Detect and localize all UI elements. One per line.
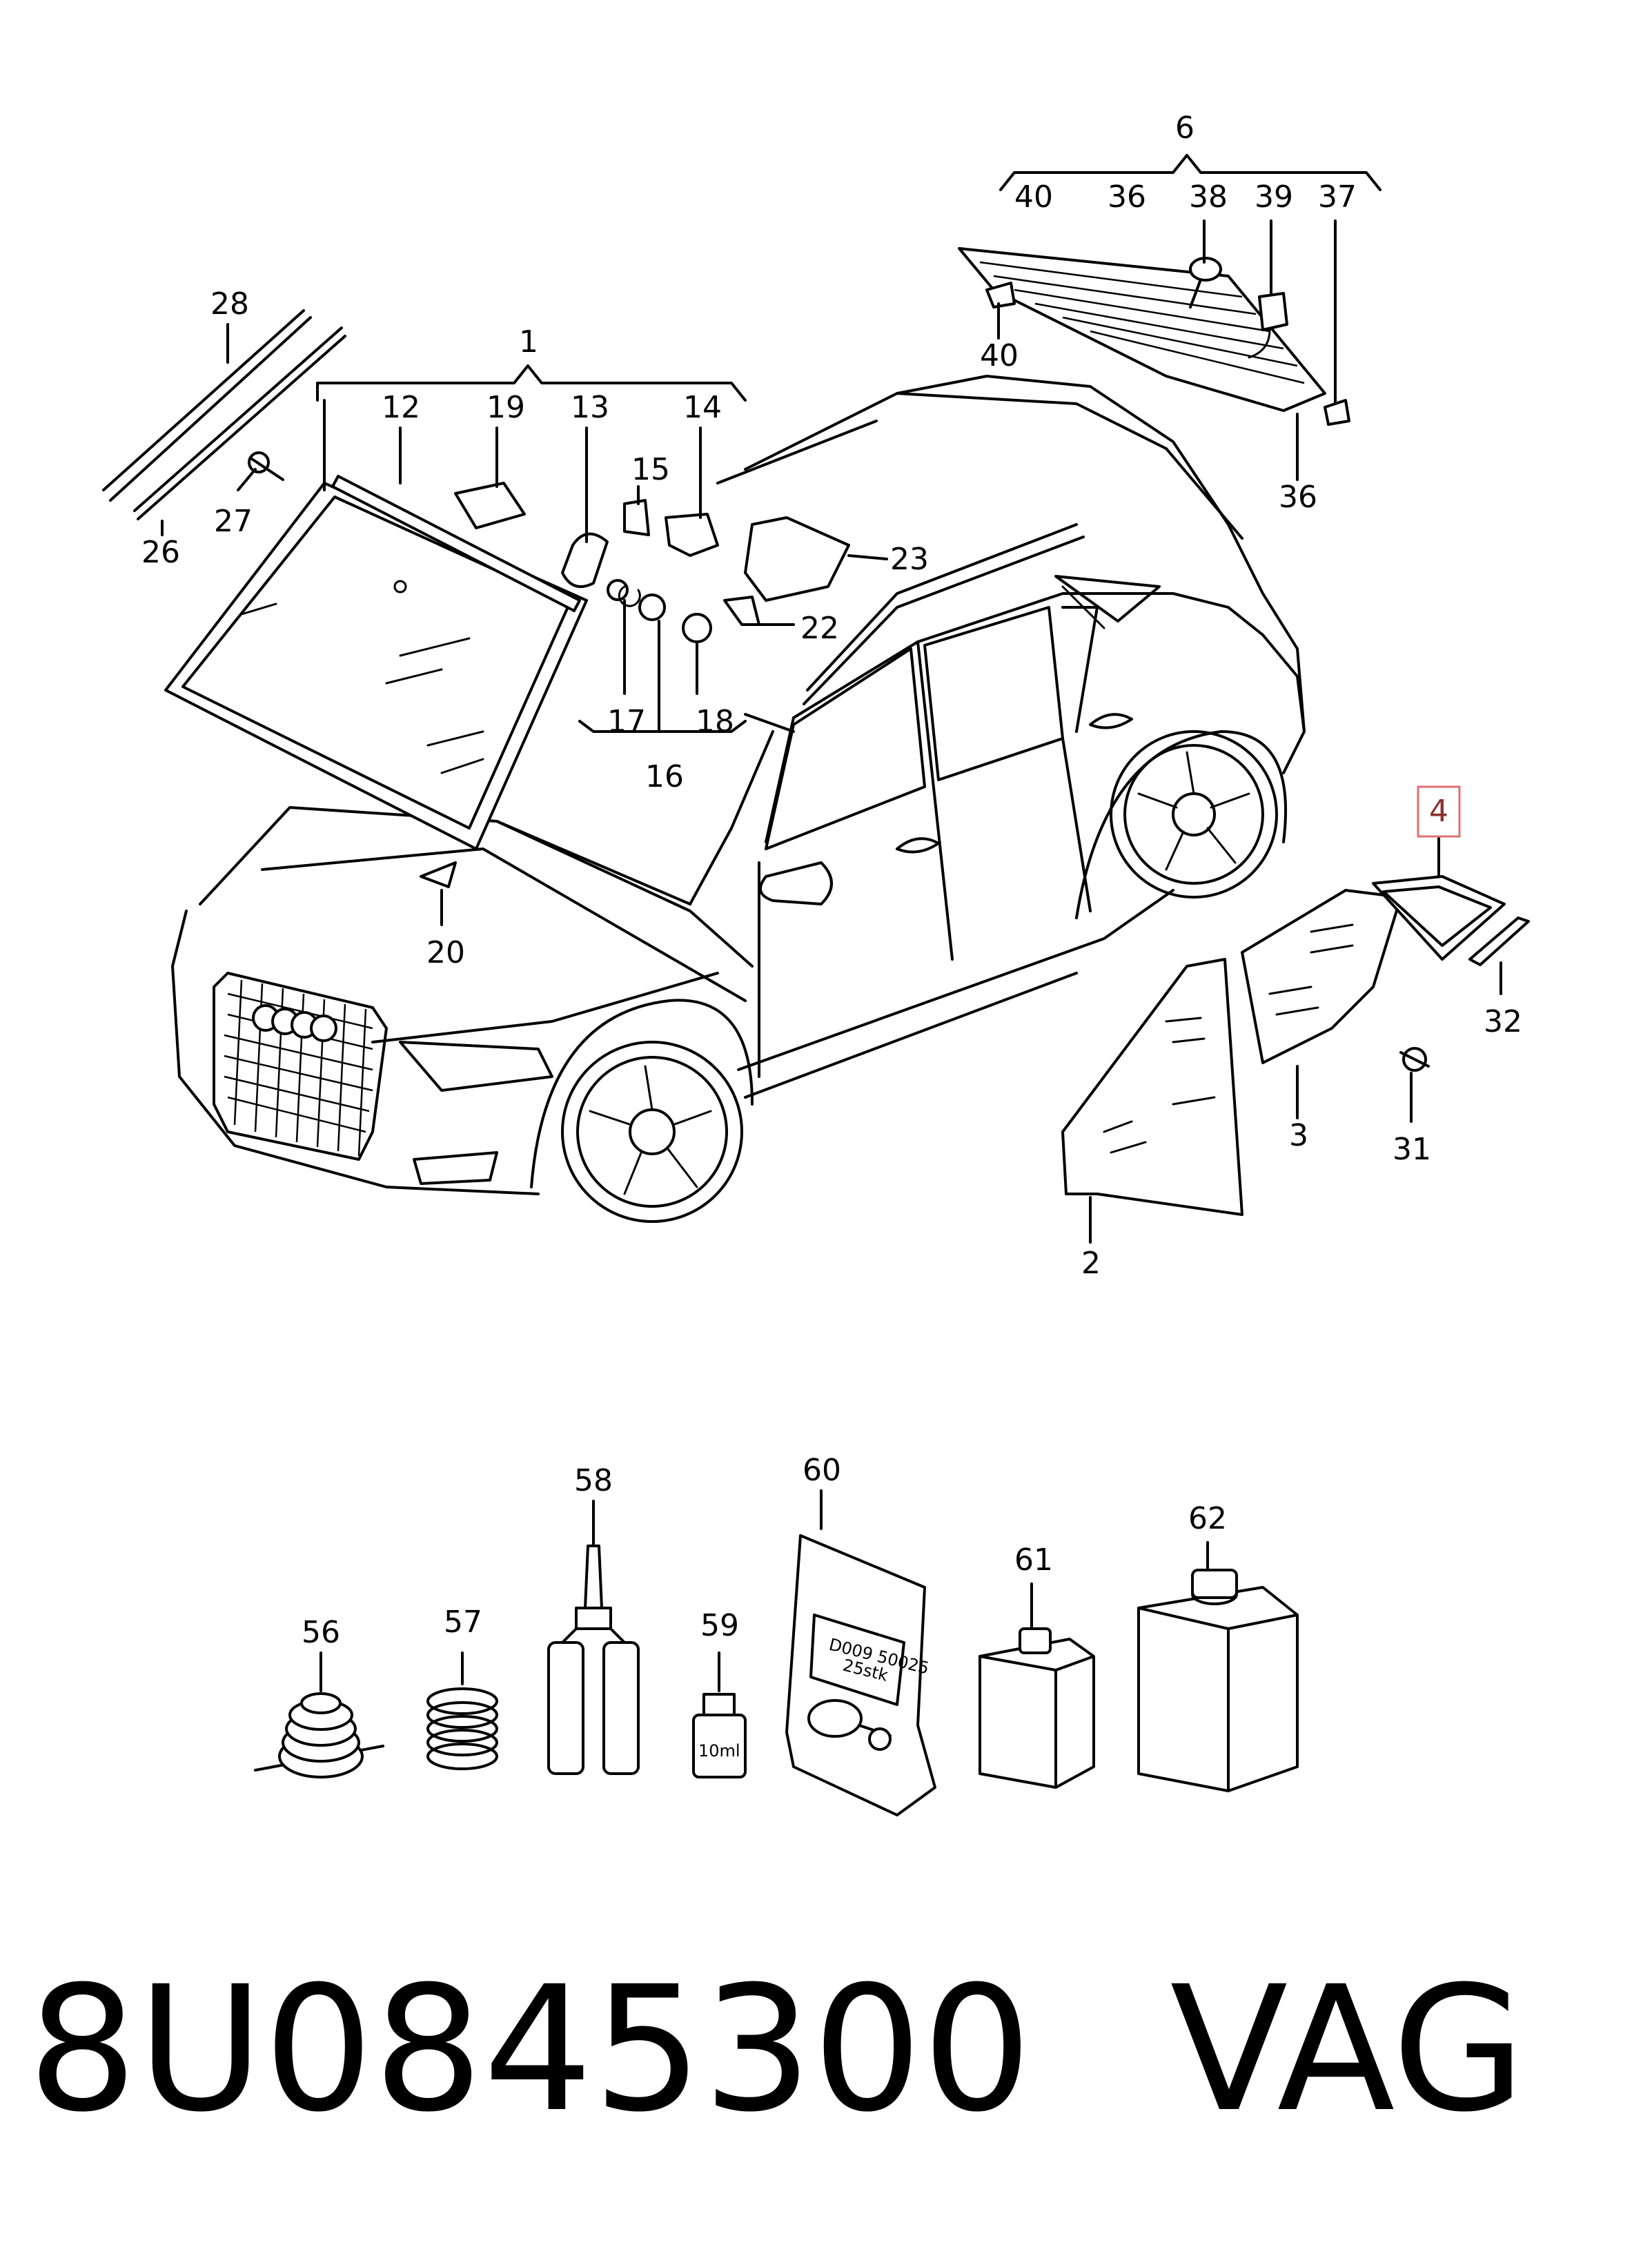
callout-20: 20	[426, 935, 465, 970]
callout-12: 12	[382, 390, 420, 425]
callout-36-bottom: 36	[1279, 480, 1317, 515]
guide-31	[1399, 1047, 1430, 1072]
activator-can-62	[1137, 1569, 1299, 1792]
car-illustration	[171, 375, 1306, 1223]
leader-lines	[161, 154, 1502, 1692]
cover-cap-15	[623, 499, 650, 536]
side-trim-strips	[102, 309, 346, 520]
cord-spool-56	[254, 1692, 384, 1778]
primer-bottle-59: 10ml	[692, 1693, 747, 1778]
callout-2: 2	[1081, 1246, 1101, 1281]
callout-18: 18	[696, 704, 734, 739]
sensor-holder-18	[682, 613, 712, 643]
svg-text:10ml: 10ml	[698, 1741, 740, 1761]
callout-27: 27	[214, 504, 253, 539]
cleaner-bottle-61	[979, 1627, 1095, 1789]
parts-bag-60: D009 50025 25stk	[785, 1534, 936, 1816]
callout-62: 62	[1188, 1501, 1227, 1536]
sensor-bracket	[561, 532, 629, 601]
callout-40-top: 40	[1014, 179, 1053, 215]
callout-16: 16	[645, 759, 684, 794]
callout-36-top: 36	[1108, 179, 1146, 215]
rear-quarter-glass	[1372, 875, 1506, 961]
callout-17: 17	[607, 704, 646, 739]
highlight-box	[1417, 785, 1461, 838]
callout-6: 6	[1175, 110, 1194, 146]
retaining-clip	[618, 585, 641, 607]
callout-56: 56	[302, 1615, 340, 1650]
callout-14: 14	[683, 390, 722, 425]
callout-26: 26	[141, 535, 180, 570]
front-door-glass	[1061, 958, 1243, 1216]
callout-28: 28	[210, 286, 249, 322]
wedge-spacer	[420, 861, 457, 888]
clip-22	[723, 596, 760, 626]
glass-channel-32	[1468, 916, 1530, 966]
callout-60: 60	[803, 1453, 841, 1488]
callout-19: 19	[486, 390, 525, 425]
callout-32: 32	[1484, 1004, 1522, 1039]
callout-23: 23	[890, 542, 929, 577]
callout-1: 1	[519, 324, 538, 360]
callout-39: 39	[1255, 179, 1293, 215]
callout-58: 58	[574, 1463, 613, 1498]
cowl-trim-strip	[331, 475, 581, 612]
adhesive-cartridge-58	[547, 1545, 640, 1775]
seal-16	[638, 594, 666, 621]
callout-3: 3	[1289, 1118, 1308, 1153]
cord-spool-57	[426, 1687, 498, 1770]
part-number-footer: 8U0845300 VAG	[28, 1946, 1635, 2153]
brand-name: VAG	[1170, 1949, 1526, 2150]
trim-panel-23	[744, 516, 850, 602]
callout-40-bottom: 40	[980, 338, 1019, 373]
mirror-base-cover	[454, 482, 526, 529]
camera-holder-14	[665, 513, 719, 557]
callout-59: 59	[700, 1608, 739, 1643]
callout-4: 4	[1429, 794, 1448, 829]
callout-61: 61	[1014, 1542, 1053, 1578]
callout-31: 31	[1393, 1132, 1431, 1167]
callout-38: 38	[1189, 179, 1228, 215]
callout-22: 22	[800, 611, 839, 646]
callout-13: 13	[571, 390, 609, 425]
callout-57: 57	[444, 1605, 482, 1640]
callout-15: 15	[631, 452, 670, 487]
callout-37: 37	[1318, 179, 1357, 215]
callout-labels: 1 12 19 13 14 15 17 18 16 20 23 22 28 27…	[141, 110, 1522, 1650]
rear-door-glass	[1241, 889, 1402, 1064]
rear-window	[958, 247, 1350, 426]
part-number: 8U0845300	[28, 1949, 1032, 2150]
